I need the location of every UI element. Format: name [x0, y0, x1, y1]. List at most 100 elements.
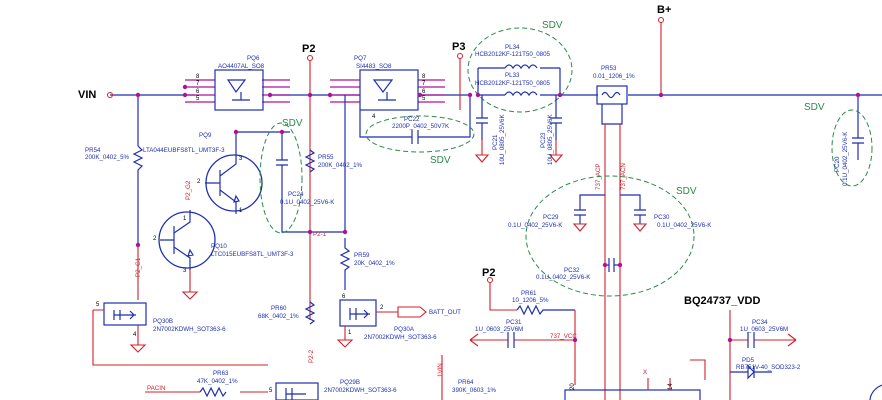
pr63-ref: PR63 — [213, 370, 229, 377]
pc21-ref: PC21 — [492, 134, 499, 150]
pr60-ref: PR60 — [271, 305, 287, 312]
pin-label: 1 — [348, 330, 352, 336]
pin-label: 4 — [372, 114, 376, 120]
pacin-section: PACIN PR63 47K_0402_1% PQ29B 2N7002KDWH_… — [145, 370, 397, 400]
sdv-label-sense: SDV — [676, 186, 697, 197]
pq9-pq10-section: PR54 200K_0402_5% LTA044EUBFS8TL_UMT3F-3… — [85, 95, 294, 300]
sdv-label-pc24: SDV — [282, 118, 303, 129]
pr54-ref: PR54 — [85, 147, 101, 154]
pc24-ref: PC24 — [288, 191, 304, 198]
pq7-mosfet: PQ7 SI4483_SO8 8 7 6 5 4 — [354, 55, 426, 120]
pq30a-ref: PQ30A — [394, 326, 415, 333]
pr61-pc31-section: P2 PR61 10_1206_5% PC31 1U_0603_25V6M 73… — [437, 267, 577, 400]
bq-vdd-label: BQ24737_VDD — [684, 295, 760, 307]
pq30b-value: 2N7002KDWH_SOT363-6 — [153, 326, 226, 333]
pacin-label: PACIN — [147, 385, 165, 392]
pin-label: 3 — [239, 156, 243, 162]
pc20-cap: SDV PC20 0.1U_0402_25V6-K — [804, 95, 873, 187]
p22-net-label: P2-2 — [308, 349, 315, 363]
pr64-value: 390K_0603_1% — [452, 387, 497, 394]
pc23-ref: PC23 — [540, 132, 547, 148]
pq10-ref: PQ10 — [211, 243, 227, 250]
pq10-value: LTC015EUBFS8TL_UMT3F-3 — [211, 251, 294, 258]
pc32-value: 0.1U_0402_25V6-K — [536, 274, 591, 281]
pr55-ref: PR55 — [318, 154, 334, 161]
pq30b-mosfet: PQ30B 2N7002KDWH_SOT363-6 5 4 — [92, 302, 268, 366]
pr60-resistor: PR60 68K_0402_1% — [258, 301, 316, 325]
pc21-value: 10U_0805_25V6K — [499, 114, 506, 165]
pr61-value: 10_1206_5% — [512, 297, 549, 304]
batt-out-label: BATT_OUT — [429, 309, 461, 316]
pr59-value: 20K_0402_1% — [354, 260, 395, 267]
pin-label: 5 — [269, 388, 273, 394]
pin-label: 1 — [183, 216, 187, 222]
pc29-ref: PC29 — [543, 214, 559, 221]
pr60-value: 68K_0402_1% — [258, 313, 299, 320]
pc30-value: 0.1U_0402_25V6-K — [657, 222, 712, 229]
pc29-value: 0.1U_0402_25V6-K — [508, 222, 563, 229]
pq29b-value: 2N7002KDWH_SOT363-6 — [324, 387, 397, 394]
pr53-ref: PR53 — [601, 65, 617, 72]
pc24-cap: SDV PC24 0.1U_0402_25V6-K — [259, 95, 346, 234]
pin-label: 6 — [196, 89, 200, 95]
pc32-ref: PC32 — [564, 267, 580, 274]
pq7-ref: PQ7 — [354, 55, 367, 62]
p2-mid-label: P2 — [482, 267, 495, 279]
pc22-cap: PC22 2200P_0402_50V7K SDV — [359, 95, 475, 166]
pin-label: 7 — [196, 81, 200, 87]
pr64-ref: PR64 — [458, 379, 474, 386]
bplus-net-label: B+ — [657, 4, 671, 16]
pin-label: 6 — [342, 294, 346, 300]
pc22-ref: PC22 — [404, 116, 420, 123]
pin-label: 2 — [153, 236, 157, 242]
pc20-value: 0.1U_0402_25V6-K — [842, 131, 849, 186]
pr53-sense-resistor: PR53 0.01_1206_1% 737_ACP 737_ACN — [593, 65, 635, 400]
pc21-pc23-caps: PC21 10U_0805_25V6K PC23 10U_0805_25V6K — [474, 95, 564, 165]
pr55-value: 200K_0402_1% — [318, 162, 363, 169]
sdv-label-inductors: SDV — [542, 20, 563, 31]
vin-short-label: 1VIN — [437, 363, 444, 377]
bq-vdd-section: BQ24737_VDD PC34 1U_0603_25V6M PD5 RB751… — [684, 295, 882, 400]
pr54-value: 200K_0402_5% — [85, 154, 130, 161]
pin-label: 5 — [422, 96, 426, 102]
no-connect-mark: X — [643, 369, 647, 376]
pin-label: 8 — [422, 74, 426, 80]
pq6-value: AO4407AL_SO8 — [218, 63, 265, 70]
pin-label: 20 — [570, 383, 576, 390]
pq6-ref: PQ6 — [247, 55, 260, 62]
pin-label: 7 — [422, 81, 426, 87]
pc30-ref: PC30 — [654, 214, 670, 221]
pc34-value: 1U_0603_25V6M — [740, 326, 788, 333]
pc20-ref: PC20 — [834, 156, 841, 172]
pin-label: 6 — [422, 89, 426, 95]
pr59-ref: PR59 — [354, 252, 370, 259]
pr63-value: 47K_0402_1% — [197, 378, 238, 385]
vin-net-label: VIN — [78, 89, 96, 101]
sdv-label-pc22: SDV — [430, 155, 451, 166]
pq6-mosfet: PQ6 AO4407AL_SO8 8 7 6 5 — [196, 55, 265, 111]
pr53-value: 0.01_1206_1% — [593, 73, 635, 80]
pin-label: 2 — [197, 179, 201, 185]
junction-dots — [135, 84, 861, 343]
pc34-ref: PC34 — [752, 319, 768, 326]
pc31-value: 1U_0603_25V6M — [475, 326, 523, 333]
pin-label: 1 — [239, 208, 243, 214]
pq29b-ref: PQ29B — [340, 379, 360, 386]
vin-rail: VIN — [78, 79, 882, 103]
pq30a-value: 2N7002KDWH_SOT363-6 — [364, 334, 437, 341]
pc22-value: 2200P_0402_50V7K — [392, 123, 450, 130]
p2-top-net: P2 P2-2 — [302, 43, 315, 363]
pq9-value: LTA044EUBFS8TL_UMT3F-3 — [143, 147, 225, 154]
pq30b-ref: PQ30B — [153, 318, 173, 325]
pc31-ref: PC31 — [506, 319, 522, 326]
pin-label: 5 — [196, 96, 200, 102]
pc23-value: 10U_0805_25V6K — [547, 114, 554, 165]
pq9-ref: PQ9 — [199, 132, 212, 139]
vcc-net-label: 737_VCC — [550, 333, 577, 340]
bplus-net: B+ — [657, 4, 671, 95]
p3-net: P3 — [452, 41, 465, 110]
pq30a-mosfet: BATT_OUT PQ30A 2N7002KDWH_SOT363-6 6 2 1 — [336, 294, 461, 348]
p2-top-label: P2 — [302, 43, 315, 55]
p21-net-label: P2-1 — [313, 231, 327, 238]
